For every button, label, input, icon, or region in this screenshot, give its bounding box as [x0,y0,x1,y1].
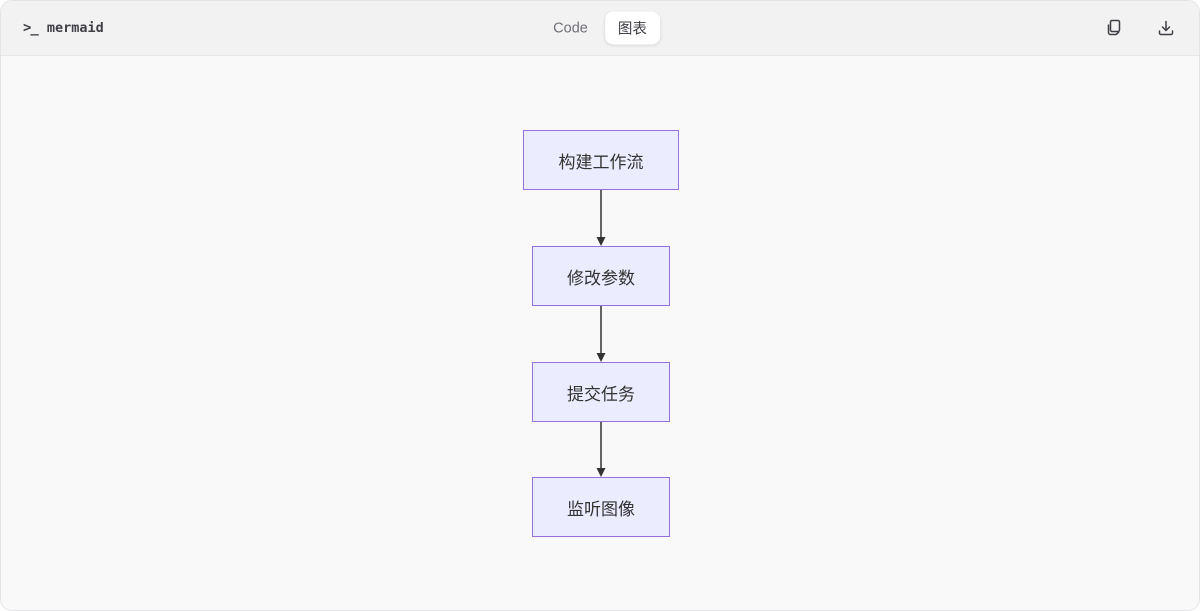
app-title-group: >_ mermaid [23,20,104,36]
download-icon [1157,19,1175,37]
flow-node-submit-task[interactable]: 提交任务 [532,362,670,422]
flow-node-label: 提交任务 [567,384,635,404]
tab-code[interactable]: Code [540,14,601,42]
copy-button[interactable] [1103,17,1125,39]
download-button[interactable] [1155,17,1177,39]
header-actions [1103,17,1177,39]
terminal-icon: >_ [23,20,39,36]
flow-node-label: 监听图像 [567,499,635,519]
header-toolbar: >_ mermaid Code 图表 [1,1,1199,56]
flow-node-monitor-image[interactable]: 监听图像 [532,477,670,537]
page-title: mermaid [46,20,104,36]
flow-node-modify-params[interactable]: 修改参数 [532,246,670,306]
flow-node-build-workflow[interactable]: 构建工作流 [523,130,679,190]
flow-node-label: 修改参数 [567,268,635,288]
diagram-canvas: 构建工作流 修改参数 提交任务 监听图像 [1,56,1199,610]
copy-icon [1105,19,1123,37]
edge-a-b [596,190,606,246]
flow-node-label: 构建工作流 [558,152,644,172]
view-switcher: Code 图表 [540,11,660,45]
edge-b-c [596,306,606,362]
edge-c-d [596,422,606,477]
tab-diagram[interactable]: 图表 [604,11,660,45]
